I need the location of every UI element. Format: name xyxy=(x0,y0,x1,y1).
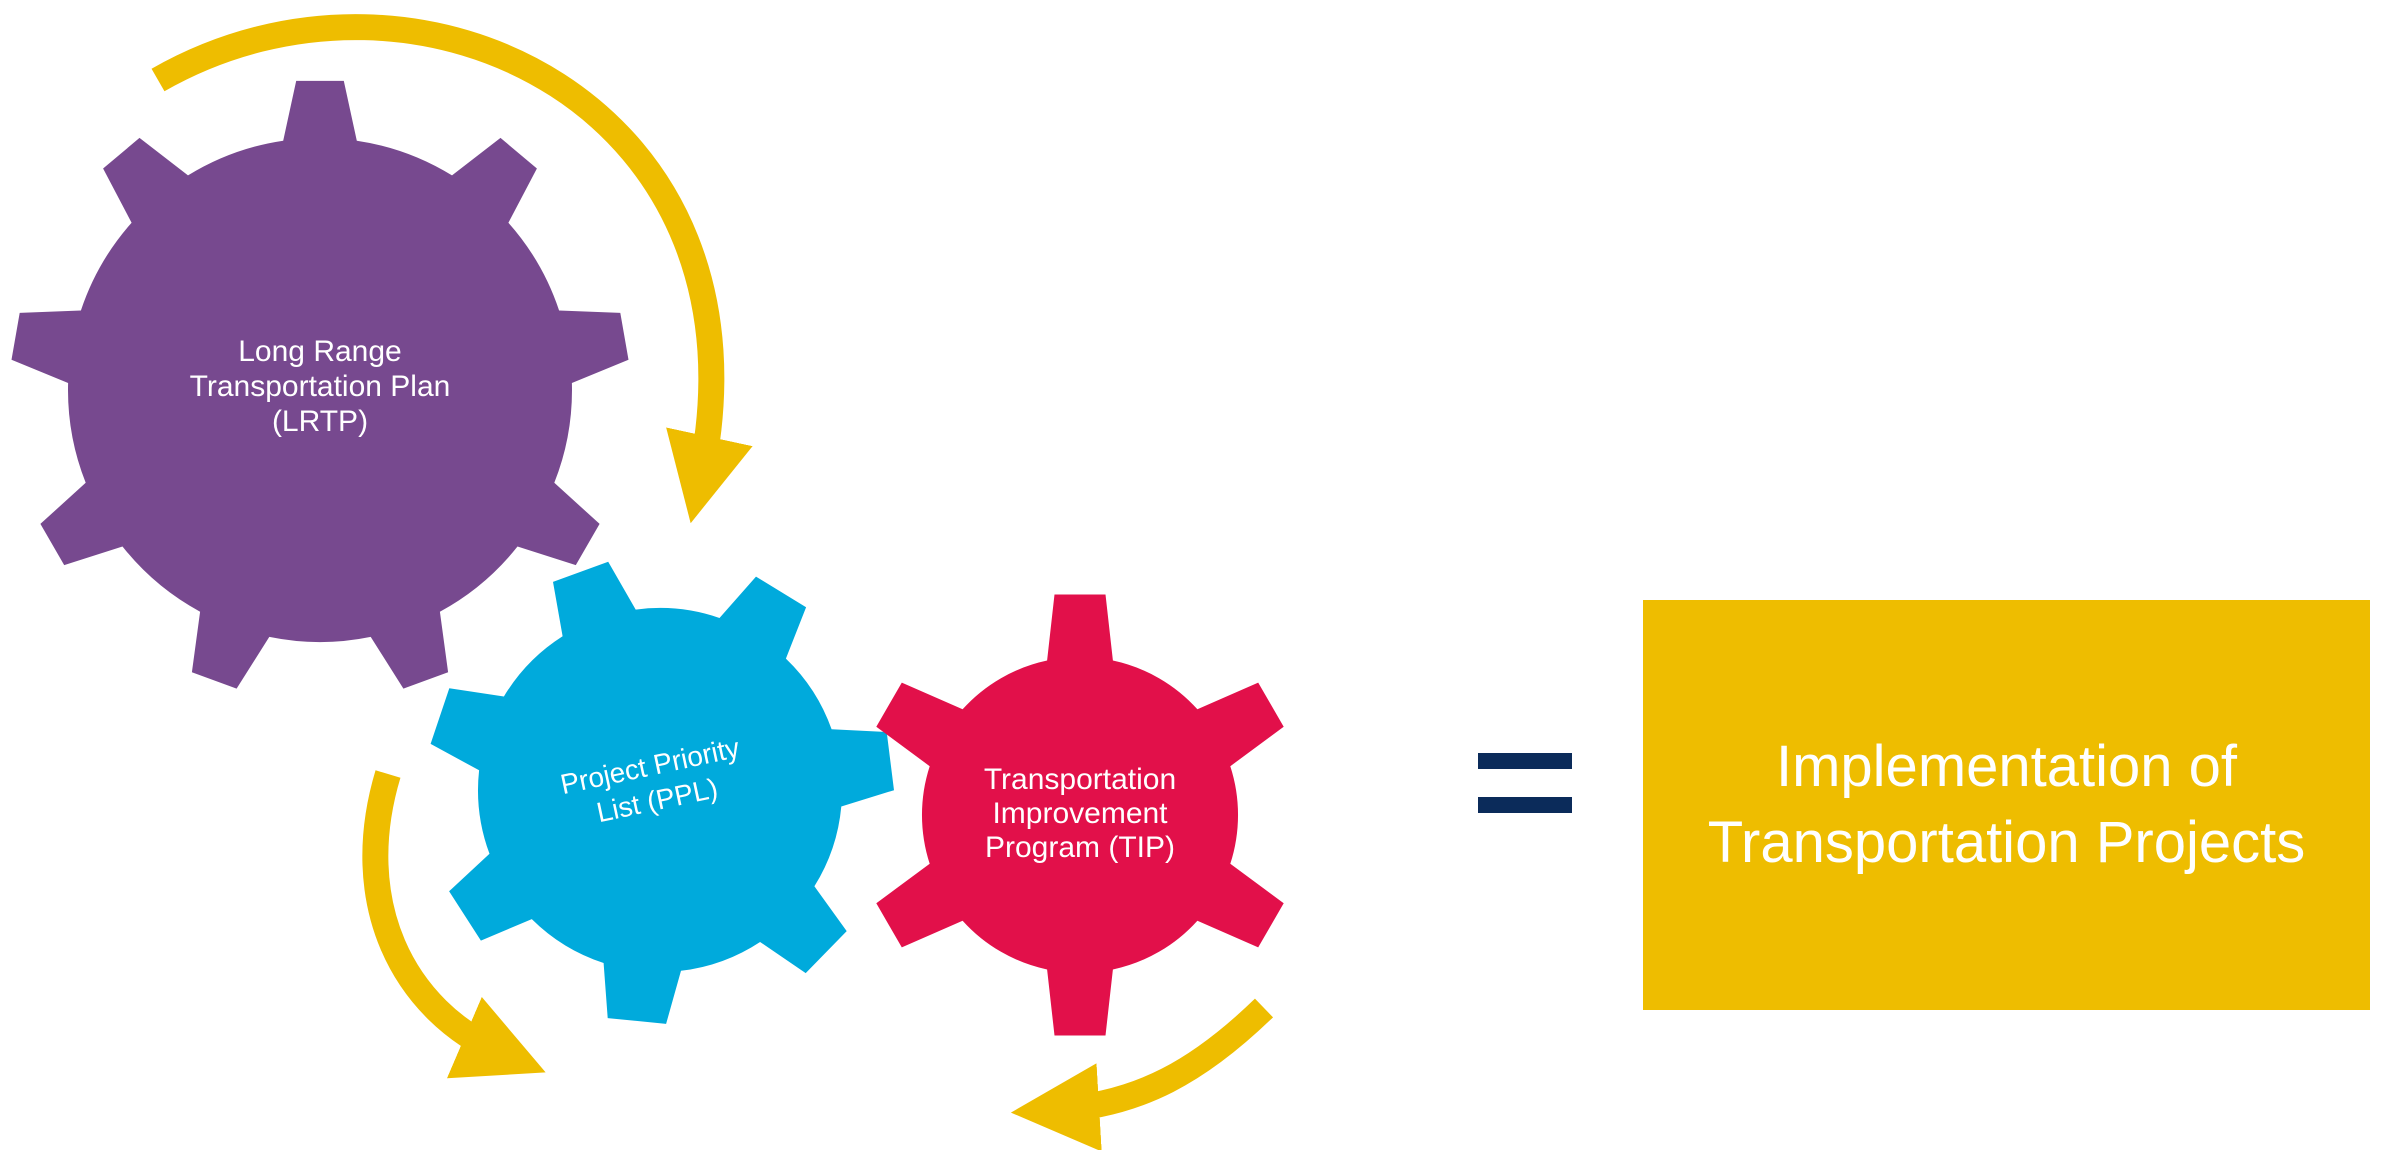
cycle-arrow-tip-return xyxy=(1010,998,1274,1150)
tip-label-line-3: Program (TIP) xyxy=(985,831,1175,864)
result-line-1: Implementation of xyxy=(1775,734,2238,799)
equals-sign xyxy=(1478,753,1572,813)
ppl-gear xyxy=(430,561,894,1024)
equals-bar-bottom xyxy=(1478,797,1572,813)
cycle-arrow-lrtp-to-ppl xyxy=(151,14,753,524)
result-line-2: Transportation Projects xyxy=(1707,810,2306,875)
lrtp-gear xyxy=(11,80,629,689)
cycle-arrow-ppl-to-result xyxy=(362,770,546,1079)
tip-label: Transportation Improvement Program (TIP) xyxy=(984,763,1176,864)
implementation-result-box: Implementation of Transportation Project… xyxy=(1643,600,2370,1010)
tip-label-line-1: Transportation xyxy=(984,763,1176,796)
lrtp-label-line-3: (LRTP) xyxy=(272,405,368,438)
tip-label-line-2: Improvement xyxy=(992,797,1168,830)
lrtp-label-line-1: Long Range xyxy=(238,335,401,368)
equals-bar-top xyxy=(1478,753,1572,769)
lrtp-label: Long Range Transportation Plan (LRTP) xyxy=(190,335,451,438)
tip-gear xyxy=(876,594,1284,1036)
lrtp-label-line-2: Transportation Plan xyxy=(190,370,451,403)
